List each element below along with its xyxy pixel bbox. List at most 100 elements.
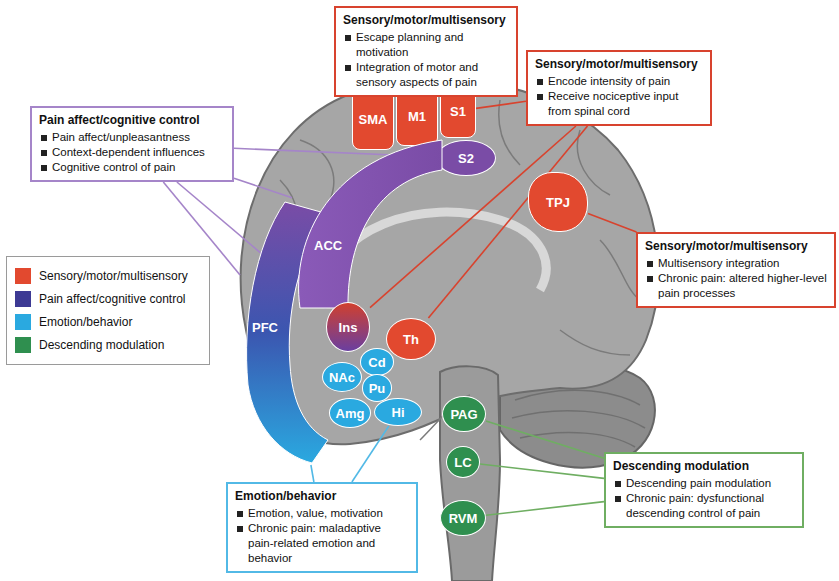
cerebellum-folia [512, 390, 645, 447]
bullet-square [345, 35, 351, 41]
bullet-item: Multisensory integration [645, 256, 827, 271]
bullet-item: Escape planning and motivation [343, 30, 509, 60]
legend-swatch [15, 291, 31, 307]
region-label: NAc [329, 370, 355, 385]
legend-swatch [15, 337, 31, 353]
region-label: PAG [450, 407, 477, 422]
bullet-text: Chronic pain: altered higher-level pain … [658, 272, 827, 299]
bullet-square [41, 165, 47, 171]
callout-heading: Sensory/motor/multisensory [343, 12, 509, 28]
bullet-item: Descending pain modulation [613, 476, 795, 491]
brain-region: Ins [326, 302, 370, 352]
legend-text: Sensory/motor/multisensory [39, 269, 188, 284]
bullet-text: Chronic pain: dysfunctional descending c… [626, 492, 764, 519]
legend-box: Sensory/motor/multisensoryPain affect/co… [6, 256, 210, 365]
region-label: Pu [369, 381, 386, 396]
leader-line [476, 101, 526, 108]
brain-region: NAc [322, 362, 362, 392]
legend-swatch [15, 268, 31, 284]
bullet-item: Chronic pain: altered higher-level pain … [645, 271, 827, 301]
legend-swatch [15, 314, 31, 330]
bullet-text: Descending pain modulation [626, 477, 771, 489]
bullet-square [237, 526, 243, 532]
brain-region: LC [446, 446, 480, 478]
region-label: TPJ [546, 195, 570, 210]
bullet-text: Encode intensity of pain [548, 75, 670, 87]
bullet-square [237, 511, 243, 517]
brain-region: TPJ [528, 172, 588, 232]
bullet-square [41, 135, 47, 141]
bullet-text: Chronic pain: maladaptive pain-related e… [248, 522, 381, 564]
region-label: Hi [392, 405, 405, 420]
callout-box: Sensory/motor/multisensoryMultisensory i… [636, 232, 836, 308]
region-label: RVM [449, 511, 478, 526]
brain-region: S2 [436, 140, 496, 176]
leader-line [480, 464, 604, 478]
brain-region: Pu [362, 374, 393, 402]
bullet-square [537, 94, 543, 100]
brain-region: Hi [374, 398, 422, 426]
region-label: Th [403, 332, 419, 347]
brain-region: Cd [360, 348, 394, 376]
leader-line [486, 502, 604, 516]
legend-row: Sensory/motor/multisensory [15, 268, 201, 284]
callout-box: Descending modulationDescending pain mod… [604, 452, 804, 528]
region-label: Cd [368, 355, 385, 370]
bullet-text: Pain affect/unpleasantness [52, 131, 190, 143]
leader-line [428, 126, 587, 318]
bullet-square [647, 261, 653, 267]
bullet-square [345, 65, 351, 71]
legend-text: Pain affect/cognitive control [39, 292, 186, 307]
callout-box: Sensory/motor/multisensoryEncode intensi… [526, 50, 712, 126]
callout-heading: Sensory/motor/multisensory [535, 56, 703, 72]
region-label: LC [454, 455, 471, 470]
bullet-square [537, 79, 543, 85]
bullet-text: Receive nociceptive input from spinal co… [548, 90, 678, 117]
callout-heading: Descending modulation [613, 458, 795, 474]
callout-box: Emotion/behaviorEmotion, value, motivati… [226, 482, 418, 573]
brain-region: RVM [440, 500, 486, 536]
leader-line [352, 426, 389, 482]
legend-row: Emotion/behavior [15, 314, 201, 330]
region-shape [292, 138, 442, 308]
leader-line [486, 421, 604, 458]
bullet-square [615, 496, 621, 502]
bullet-square [41, 150, 47, 156]
region-label: Ins [339, 320, 358, 335]
region-label: S1 [450, 104, 466, 119]
bullet-item: Context-dependent influences [39, 145, 225, 160]
bullet-text: Cognitive control of pain [52, 161, 175, 173]
bullet-item: Emotion, value, motivation [235, 506, 409, 521]
legend-text: Descending modulation [39, 338, 164, 353]
bullet-item: Integration of motor and sensory aspects… [343, 60, 509, 90]
bullet-item: Cognitive control of pain [39, 160, 225, 175]
legend-row: Descending modulation [15, 337, 201, 353]
brainstem [440, 366, 500, 581]
legend-row: Pain affect/cognitive control [15, 291, 201, 307]
region-label: Amg [336, 406, 365, 421]
bullet-item: Chronic pain: dysfunctional descending c… [613, 491, 795, 521]
callout-heading: Emotion/behavior [235, 488, 409, 504]
brain-region: PAG [442, 396, 486, 432]
bullet-square [615, 481, 621, 487]
bullet-text: Integration of motor and sensory aspects… [356, 61, 478, 88]
leader-line [311, 465, 314, 482]
brain-region: Th [386, 318, 436, 360]
bullet-text: Multisensory integration [658, 257, 779, 269]
leader-line [588, 214, 637, 233]
region-label: SMA [359, 112, 388, 127]
brain-region: ACC [292, 138, 442, 308]
bullet-square [647, 276, 653, 282]
brain-region: Amg [329, 398, 372, 428]
callout-heading: Sensory/motor/multisensory [645, 238, 827, 254]
bullet-text: Emotion, value, motivation [248, 507, 383, 519]
callout-box: Sensory/motor/multisensoryEscape plannin… [334, 6, 518, 97]
callout-heading: Pain affect/cognitive control [39, 112, 225, 128]
sulci [280, 100, 640, 440]
region-label: ACC [314, 238, 342, 253]
legend-text: Emotion/behavior [39, 315, 132, 330]
bullet-text: Context-dependent influences [52, 146, 205, 158]
region-label: M1 [408, 109, 426, 124]
bullet-item: Receive nociceptive input from spinal co… [535, 89, 703, 119]
